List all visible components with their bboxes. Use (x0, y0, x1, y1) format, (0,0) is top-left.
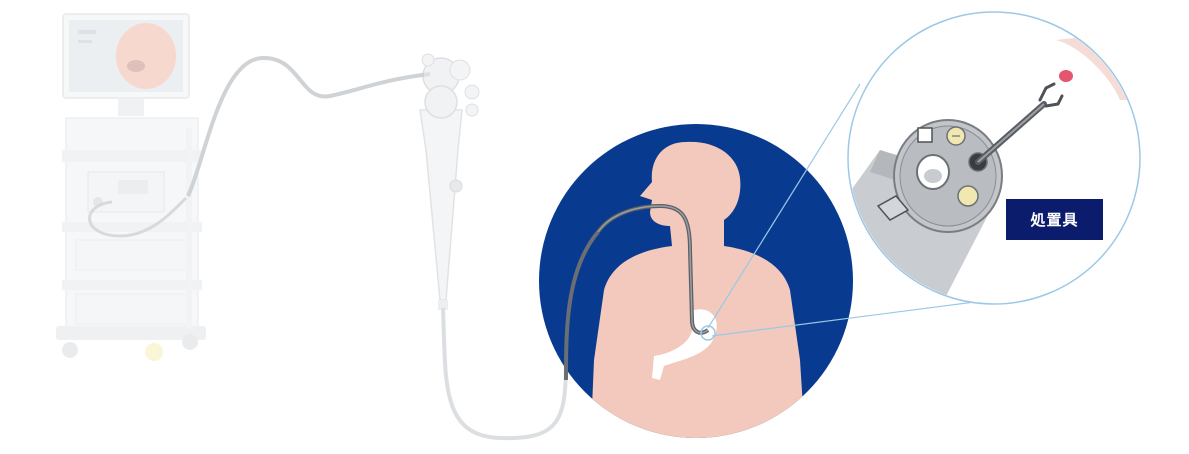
nozzle (918, 128, 932, 142)
polyp (1059, 70, 1073, 82)
patient-illustration (539, 124, 853, 454)
endoscopy-tower-icon (56, 14, 206, 361)
wheel (182, 334, 198, 350)
light-guide (958, 186, 978, 206)
endoscopic-view (116, 23, 176, 89)
light-guide-cable (188, 58, 430, 196)
wheel (62, 342, 78, 358)
wheel (145, 343, 163, 361)
treatment-instrument-label: 処置具 (1006, 199, 1103, 240)
endoscope-handle-icon (420, 54, 479, 310)
magnified-view (830, 12, 1146, 304)
